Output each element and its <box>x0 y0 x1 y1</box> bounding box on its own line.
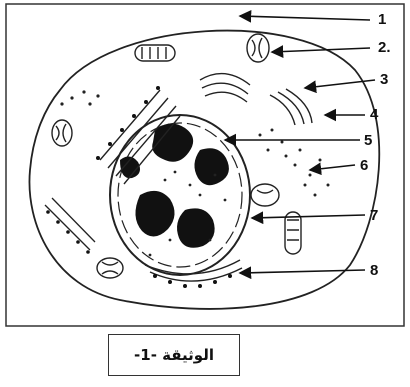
caption-text: الوثيقة -1- <box>134 346 214 364</box>
label-2: 2. <box>378 39 391 56</box>
rough-er-bottom <box>145 260 242 288</box>
free-ribosomes <box>60 90 329 196</box>
chromatin <box>120 123 229 247</box>
rough-er-lower <box>45 198 95 250</box>
label-4: 4 <box>370 106 379 123</box>
label-8: 8 <box>370 262 378 279</box>
label-3: 3 <box>380 71 388 88</box>
golgi-apparatus <box>200 74 312 125</box>
label-6: 6 <box>360 157 368 174</box>
label-5: 5 <box>364 132 372 149</box>
ribosomes-lower <box>46 210 90 254</box>
label-1: 1 <box>378 11 386 28</box>
caption-box: الوثيقة -1- <box>108 334 240 376</box>
label-7: 7 <box>370 207 378 224</box>
